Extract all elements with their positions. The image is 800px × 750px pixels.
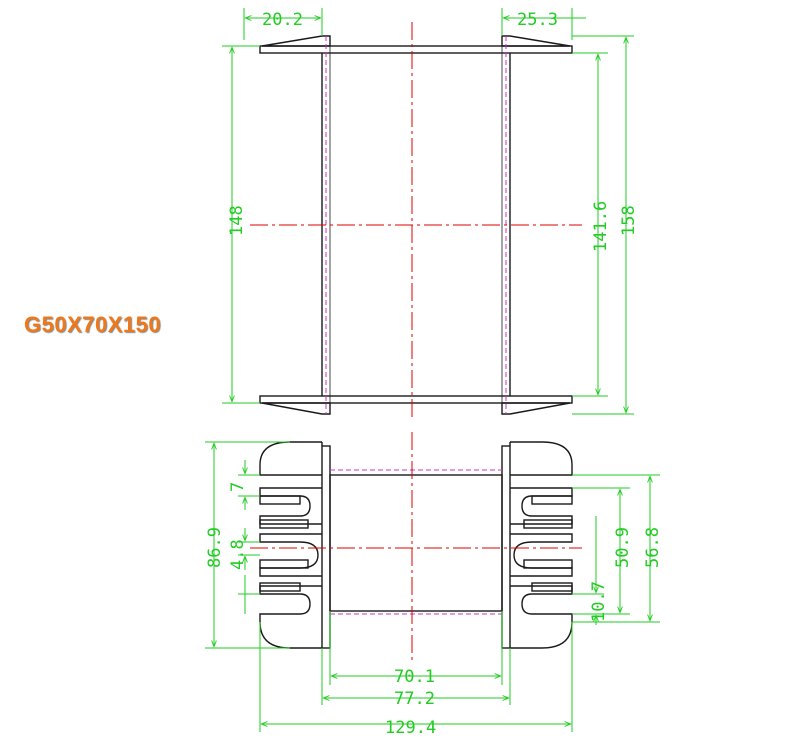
dim-inner-depth: 50.9 — [613, 527, 633, 568]
plan-view-centerlines — [250, 432, 582, 660]
left-pin-slot-4 — [259, 582, 301, 592]
left-flange-post — [321, 445, 331, 649]
front-view-centerlines — [250, 22, 582, 420]
left-comb-outline — [259, 441, 322, 649]
dim-slot-width: 4.8 — [228, 539, 248, 570]
top-flange — [259, 45, 573, 54]
dim-inner-height-right: 141.6 — [591, 201, 611, 252]
plan-view — [259, 441, 573, 649]
right-pin-slot-4 — [531, 582, 573, 592]
right-pin-slot-1 — [531, 495, 573, 505]
core-window — [329, 474, 503, 612]
dim-overall-height: 158 — [619, 205, 639, 236]
top-flange-left-tab — [261, 35, 331, 47]
right-flange-post — [501, 445, 511, 649]
right-pin-slot-3 — [523, 559, 573, 569]
dim-flange-left-width: 20.2 — [262, 10, 303, 30]
dimension-labels: 20.2 25.3 148 141.6 158 7 4.8 86.9 50.9 … — [205, 10, 663, 738]
right-comb-outline — [510, 441, 573, 649]
dim-flange-right-width: 25.3 — [517, 10, 558, 30]
front-view-hidden-lines — [325, 36, 507, 414]
dimension-lines — [205, 8, 660, 732]
bottom-flange — [259, 395, 573, 404]
dim-overall-depth: 86.9 — [205, 527, 225, 568]
dim-pin-offset: 10.7 — [589, 581, 609, 622]
dim-overall-width: 129.4 — [385, 718, 436, 738]
left-pin-slot-2 — [259, 519, 309, 529]
right-pin-slot-2 — [523, 519, 573, 529]
dim-flange-span: 77.2 — [394, 689, 435, 709]
left-pin-slot-3 — [259, 559, 309, 569]
dim-inner-height-left: 148 — [227, 205, 247, 236]
dim-pin-pitch: 7 — [228, 482, 248, 492]
left-pin-slot-1 — [259, 495, 301, 505]
dim-outer-depth: 56.8 — [643, 527, 663, 568]
bottom-flange-right-tab — [501, 402, 571, 415]
bottom-flange-left-tab — [261, 402, 331, 415]
plan-view-hidden-lines — [330, 469, 502, 615]
part-number-label: G50X70X150 — [24, 312, 162, 337]
dim-core-width: 70.1 — [394, 667, 435, 687]
top-flange-right-tab — [501, 35, 571, 47]
